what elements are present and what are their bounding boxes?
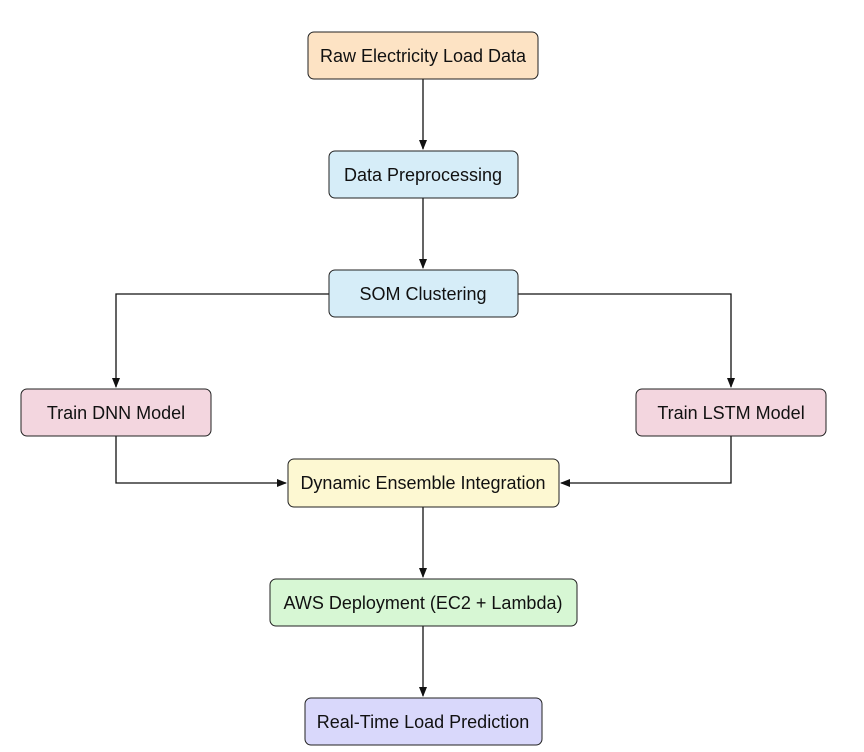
node-train-dnn-label: Train DNN Model: [47, 403, 185, 423]
node-train-dnn-box: [20, 388, 212, 437]
edge-som-to-lstm: [518, 293, 735, 388]
node-dynamic-ensemble: Dynamic Ensemble Integration: [287, 458, 560, 508]
edge-lstm-to-ensemble: [560, 436, 732, 487]
node-som-clustering: SOM Clustering: [328, 269, 519, 318]
node-som-clustering-box: [328, 269, 519, 318]
node-aws-deployment-box: [269, 578, 578, 627]
node-real-time-prediction: Real-Time Load Prediction: [304, 697, 543, 746]
edge-dnn-to-ensemble: [115, 436, 287, 487]
edges: [112, 79, 735, 697]
edge-som-to-dnn: [112, 293, 330, 388]
node-raw-data-label: Raw Electricity Load Data: [320, 46, 527, 66]
node-raw-data-box: [307, 31, 539, 80]
node-aws-deployment-label: AWS Deployment (EC2 + Lambda): [284, 593, 563, 613]
node-data-preprocessing-label: Data Preprocessing: [344, 165, 502, 185]
node-dynamic-ensemble-label: Dynamic Ensemble Integration: [300, 473, 545, 493]
node-raw-data: Raw Electricity Load Data: [307, 31, 539, 80]
node-train-lstm-box: [635, 388, 827, 437]
node-dynamic-ensemble-box: [287, 458, 560, 508]
node-train-dnn: Train DNN Model: [20, 388, 212, 437]
node-real-time-prediction-box: [304, 697, 543, 746]
node-real-time-prediction-label: Real-Time Load Prediction: [317, 712, 529, 732]
node-aws-deployment: AWS Deployment (EC2 + Lambda): [269, 578, 578, 627]
node-train-lstm-label: Train LSTM Model: [657, 403, 804, 423]
node-som-clustering-label: SOM Clustering: [359, 284, 486, 304]
node-data-preprocessing: Data Preprocessing: [328, 150, 519, 199]
node-data-preprocessing-box: [328, 150, 519, 199]
node-train-lstm: Train LSTM Model: [635, 388, 827, 437]
